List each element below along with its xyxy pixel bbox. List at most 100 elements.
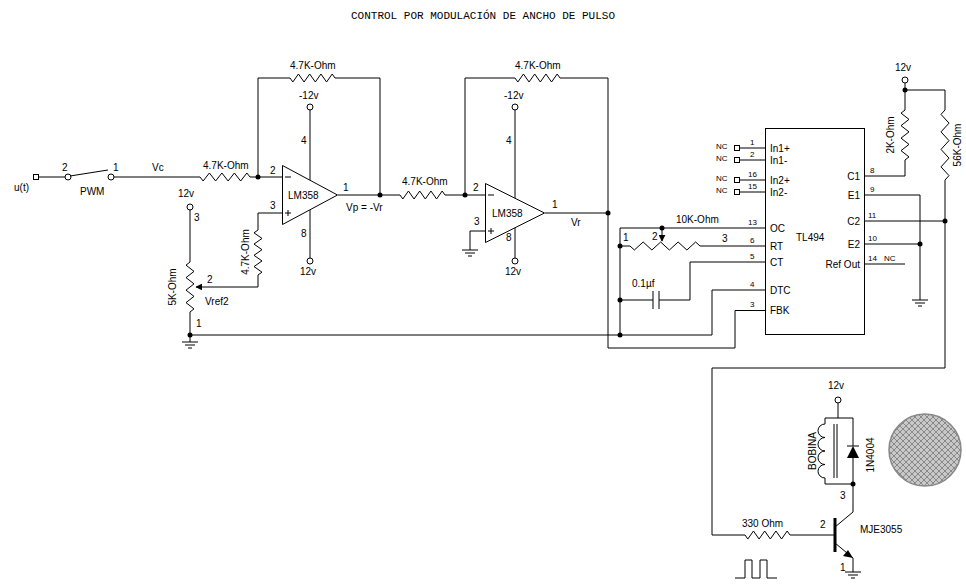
wire — [740, 192, 765, 193]
terminal — [902, 77, 908, 83]
wire — [470, 231, 485, 250]
pin-number: 10 — [868, 235, 877, 243]
capacitor-symbol — [659, 291, 660, 309]
component-label: 2 — [473, 182, 479, 193]
resistor-symbol — [901, 110, 909, 160]
ground-symbol — [465, 253, 475, 254]
part-name: LM358 — [288, 190, 319, 201]
ground-symbol — [845, 572, 861, 573]
component-label: PWM — [80, 186, 104, 197]
terminal — [307, 258, 313, 264]
wire — [740, 160, 765, 161]
pin-number: NC — [716, 155, 728, 163]
component-label: 2K-Ohm — [885, 116, 896, 153]
ground-symbol — [462, 250, 478, 251]
resistor-background — [630, 241, 700, 252]
component-label: 1 — [840, 562, 846, 573]
wire — [865, 264, 905, 265]
diode-symbol — [847, 446, 859, 458]
wire — [865, 244, 920, 245]
wire — [905, 83, 906, 110]
component-label: 1 — [196, 318, 202, 329]
pin-number: 5 — [750, 253, 754, 261]
terminal — [735, 178, 740, 183]
terminal — [108, 174, 114, 180]
pin-name: In2- — [770, 187, 787, 198]
component-label: 8 — [506, 232, 512, 243]
wire — [853, 458, 854, 484]
component-label: Vref2 — [205, 296, 229, 307]
ground-symbol — [185, 345, 195, 346]
component-label: 4.7K-Ohm — [515, 60, 561, 71]
component-label: 12v — [828, 380, 844, 391]
pin-name: E1 — [848, 190, 860, 201]
resistor-background — [900, 110, 911, 160]
part-name: LM358 — [492, 208, 523, 219]
component-label: 2 — [62, 162, 68, 173]
component-label: 4.7K-Ohm — [290, 60, 336, 71]
wire — [865, 160, 905, 176]
resistor-background — [200, 172, 250, 183]
pin-number: NC — [716, 143, 728, 151]
component-label: 3 — [194, 212, 200, 223]
terminal — [512, 104, 518, 110]
wire — [853, 418, 854, 446]
component-label: 10K-Ohm — [676, 214, 719, 225]
wiper-arrow — [662, 228, 663, 241]
resistor-symbol — [400, 191, 445, 199]
wire — [515, 228, 516, 258]
pin-number: 16 — [748, 171, 757, 179]
terminal — [34, 175, 39, 180]
pin-number: 8 — [870, 167, 874, 175]
component-label: 5K-Ohm — [167, 268, 178, 305]
junction-dot — [918, 242, 923, 247]
ground-symbol — [915, 303, 925, 304]
component-label: 3 — [840, 490, 846, 501]
terminal — [307, 104, 313, 110]
signal-label: Vp = -Vr — [345, 202, 384, 213]
wire — [515, 110, 516, 198]
pin-name: CT — [770, 257, 783, 268]
component-label: 1 — [623, 232, 629, 243]
resistor-symbol — [254, 230, 262, 275]
pin-number: NC — [884, 255, 896, 263]
wire — [258, 213, 282, 230]
terminal — [735, 158, 740, 163]
component-label: u(t) — [14, 182, 29, 193]
component-label: -12v — [504, 90, 523, 101]
resistor-background — [515, 73, 560, 84]
wire — [712, 290, 765, 335]
pin-name: C2 — [847, 216, 860, 227]
pin-number: NC — [716, 187, 728, 195]
pin-number: 11 — [868, 212, 876, 220]
junction-dot — [378, 193, 383, 198]
wire — [190, 335, 712, 336]
transistor-symbol — [834, 518, 837, 552]
component-label: 12v — [505, 266, 521, 277]
ground-symbol — [912, 300, 928, 301]
wire — [740, 148, 765, 149]
component-label: 12v — [178, 188, 194, 199]
pin-name: In1+ — [770, 143, 790, 154]
ground-symbol — [851, 578, 855, 579]
component-label: 3 — [722, 233, 728, 244]
component-label: 1 — [113, 162, 119, 173]
wire — [258, 78, 290, 177]
junction-dot — [851, 482, 856, 487]
transistor-symbol — [835, 484, 853, 527]
wire — [190, 210, 191, 262]
wire — [865, 221, 945, 222]
opamp-symbol: LM358 — [485, 183, 545, 243]
coil-symbol — [818, 424, 825, 478]
diagram-title: CONTROL POR MODULACIÓN DE ANCHO DE PULSO — [351, 10, 615, 22]
wire — [825, 478, 853, 484]
component-label: 1 — [552, 199, 558, 210]
coil-core — [837, 424, 838, 478]
wire — [740, 180, 765, 181]
component-label: 2 — [207, 274, 213, 285]
wire — [865, 195, 920, 300]
wire — [905, 90, 945, 110]
junction-dot — [606, 211, 611, 216]
pin-number: 14 — [868, 255, 877, 263]
pin-name: C1 — [847, 171, 860, 182]
